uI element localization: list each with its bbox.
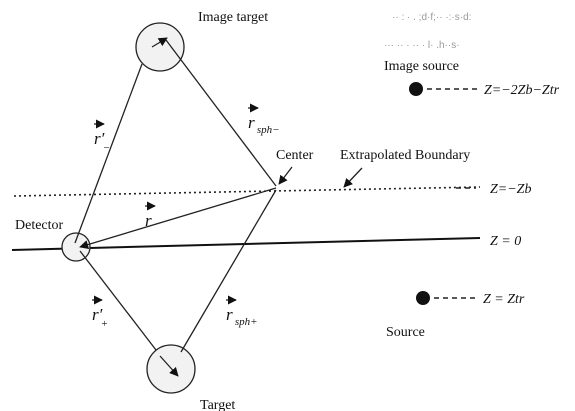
image-source-dot [409,82,423,96]
ray-target-to-detector [79,250,157,351]
svg-text:r: r [145,211,152,230]
svg-text:r′ −: r′ − [94,129,110,154]
image-source-label: Image source [384,59,459,74]
target-sphere [146,344,196,394]
detector-label: Detector [15,218,64,233]
svg-text:r sph+: r sph+ [226,305,258,328]
center-label: Center [276,148,314,163]
extrapolated-boundary-label: Extrapolated Boundary [340,148,470,163]
source-dot [416,291,430,305]
source-equation: Z = Ztr [483,292,525,307]
ray-detector-to-image-target [74,63,143,244]
boundary-pointer-arrow [343,167,363,188]
boundary-equation: Z=−Zb [490,182,531,197]
ray-image-target-to-center [165,39,277,187]
svg-text:r′ +: r′ + [92,305,108,330]
ray-center-to-target [180,189,277,353]
vector-r-sph-minus: r sph− [248,103,280,136]
vector-r: r [145,201,156,230]
surface-equation: Z = 0 [490,234,521,249]
faint-text-line-2: ··· ·· · ·· · l· .h··s· [384,40,460,51]
vector-r-sph-plus: r sph+ [226,295,258,328]
target-label: Target [200,398,235,411]
source-label: Source [386,325,425,340]
image-target-label: Image target [198,10,268,25]
faint-text-line-1: ·· : · . ;d·f;·· ·:·s·d: [392,12,471,23]
image-source-equation: Z=−2Zb−Ztr [484,83,560,98]
image-target-sphere [135,22,185,72]
detector-sphere [61,232,91,262]
center-pointer-arrow [278,166,293,185]
vector-r-plus-prime: r′ + [92,295,108,330]
extrapolated-boundary-line [13,186,481,197]
vector-r-minus-prime: r′ − [94,119,110,154]
ray-r-center-to-detector [79,187,277,249]
svg-text:r sph−: r sph− [248,113,280,136]
